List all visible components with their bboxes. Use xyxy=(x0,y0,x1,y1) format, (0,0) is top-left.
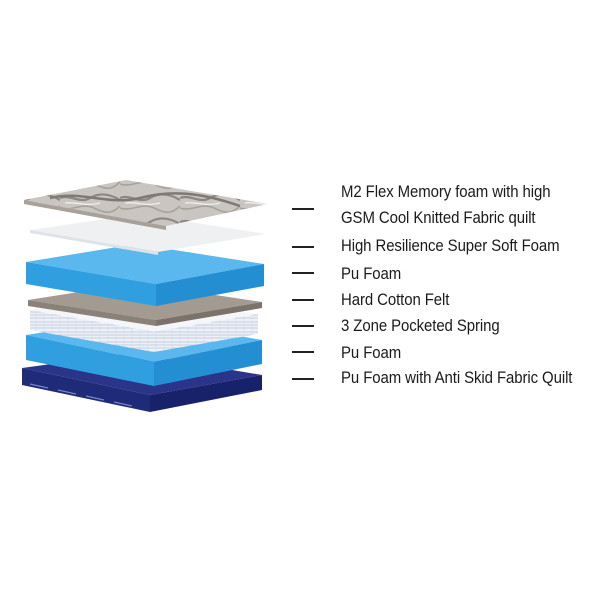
label-memory-foam-line1: M2 Flex Memory foam with high xyxy=(341,182,551,201)
label-pu-foam-top: Pu Foam xyxy=(341,264,402,283)
leader-memory-foam xyxy=(292,208,314,210)
layer-memory-foam xyxy=(24,180,268,230)
memory-foam-top xyxy=(24,180,268,226)
leader-pocket-spring xyxy=(292,325,314,327)
label-pu-foam-bottom: Pu Foam xyxy=(341,343,402,362)
label-memory-foam-line2: GSM Cool Knitted Fabric quilt xyxy=(341,208,536,227)
pocket-spring-front-left xyxy=(30,310,154,352)
layer-hr-foam xyxy=(30,214,266,255)
pu-foam-bottom-front-left xyxy=(26,335,154,386)
leader-pu-foam-top xyxy=(292,272,314,274)
label-hr-foam: High Resilience Super Soft Foam xyxy=(341,236,560,255)
pu-foam-top-front-left xyxy=(26,262,156,306)
memory-foam-edge xyxy=(24,200,166,230)
cotton-felt-front-left xyxy=(28,300,156,326)
layer-pu-foam-top xyxy=(26,244,264,306)
memory-foam-swirl xyxy=(49,192,241,208)
leader-pu-foam-bottom xyxy=(292,351,314,353)
pu-foam-top-front-right xyxy=(156,264,264,306)
anti-skid-stitch xyxy=(29,383,133,407)
cotton-felt-front-right xyxy=(156,302,262,326)
pu-foam-bottom-front-right xyxy=(154,340,262,386)
anti-skid-front-right xyxy=(150,375,262,412)
hr-foam-top xyxy=(30,214,266,252)
pu-foam-top-top xyxy=(26,244,264,284)
label-cotton-felt: Hard Cotton Felt xyxy=(341,290,450,309)
leader-anti-skid xyxy=(292,378,314,380)
hr-foam-edge xyxy=(30,230,158,255)
leader-cotton-felt xyxy=(292,299,314,301)
leader-hr-foam xyxy=(292,246,314,248)
anti-skid-front-left xyxy=(22,368,150,412)
label-pocket-spring: 3 Zone Pocketed Spring xyxy=(341,316,500,335)
label-anti-skid: Pu Foam with Anti Skid Fabric Quilt xyxy=(341,368,573,387)
pocket-spring-front-right xyxy=(154,314,258,352)
